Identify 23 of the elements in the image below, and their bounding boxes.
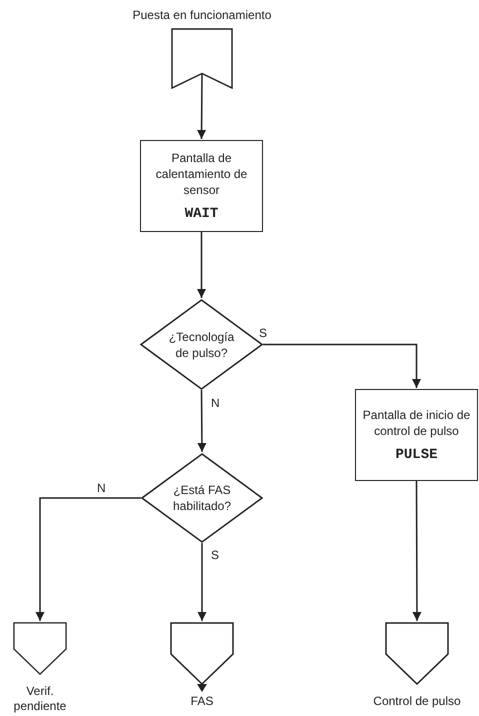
decision-diamond [141, 453, 263, 543]
connector-label: Control de pulso [373, 694, 461, 709]
box-text: Pantalla de inicio de control de pulso [362, 407, 472, 439]
box-text: Pantalla de calentamiento de sensor [156, 150, 248, 198]
arrow [197, 390, 206, 452]
process-box [140, 140, 263, 232]
arrow [412, 481, 422, 621]
start-label: Puesta en funcionamiento [132, 8, 272, 22]
display-code: PULSE [395, 447, 438, 463]
arrow [197, 232, 206, 298]
arrow [263, 344, 421, 388]
connector-label: Verif. pendiente [12, 684, 68, 714]
process-box [355, 389, 478, 481]
decision-text: ¿Está FAS habilitado? [172, 482, 232, 514]
edge-label: S [258, 326, 268, 340]
display-code: WAIT [184, 206, 218, 222]
edge-label: N [210, 396, 221, 410]
edge-label: N [96, 481, 107, 495]
arrow [36, 497, 141, 621]
arrow [198, 543, 206, 621]
connector-label: FAS [190, 694, 214, 709]
decision-text: ¿Tecnología de pulso? [168, 328, 236, 360]
edge-label: S [210, 548, 220, 562]
